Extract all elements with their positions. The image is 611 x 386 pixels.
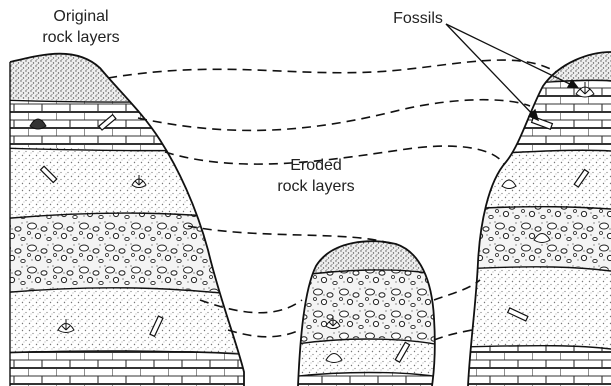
middle-outcrop [290, 230, 440, 386]
left-outcrop [0, 50, 260, 386]
original-rock-layers-label: Original rock layers [16, 6, 146, 48]
arrow-line [446, 24, 538, 120]
label-line: rock layers [256, 176, 376, 197]
eroded-line [434, 280, 480, 300]
label-line: Eroded [256, 155, 376, 176]
eroded-line [434, 330, 472, 340]
eroded-line [138, 100, 530, 131]
eroded-rock-layers-label: Eroded rock layers [256, 155, 376, 197]
fossils-label: Fossils [378, 8, 458, 29]
right-outcrop [460, 40, 611, 386]
eroded-line [228, 330, 300, 337]
arrow-line [446, 24, 578, 88]
label-line: Original [16, 6, 146, 27]
label-line: rock layers [16, 27, 146, 48]
